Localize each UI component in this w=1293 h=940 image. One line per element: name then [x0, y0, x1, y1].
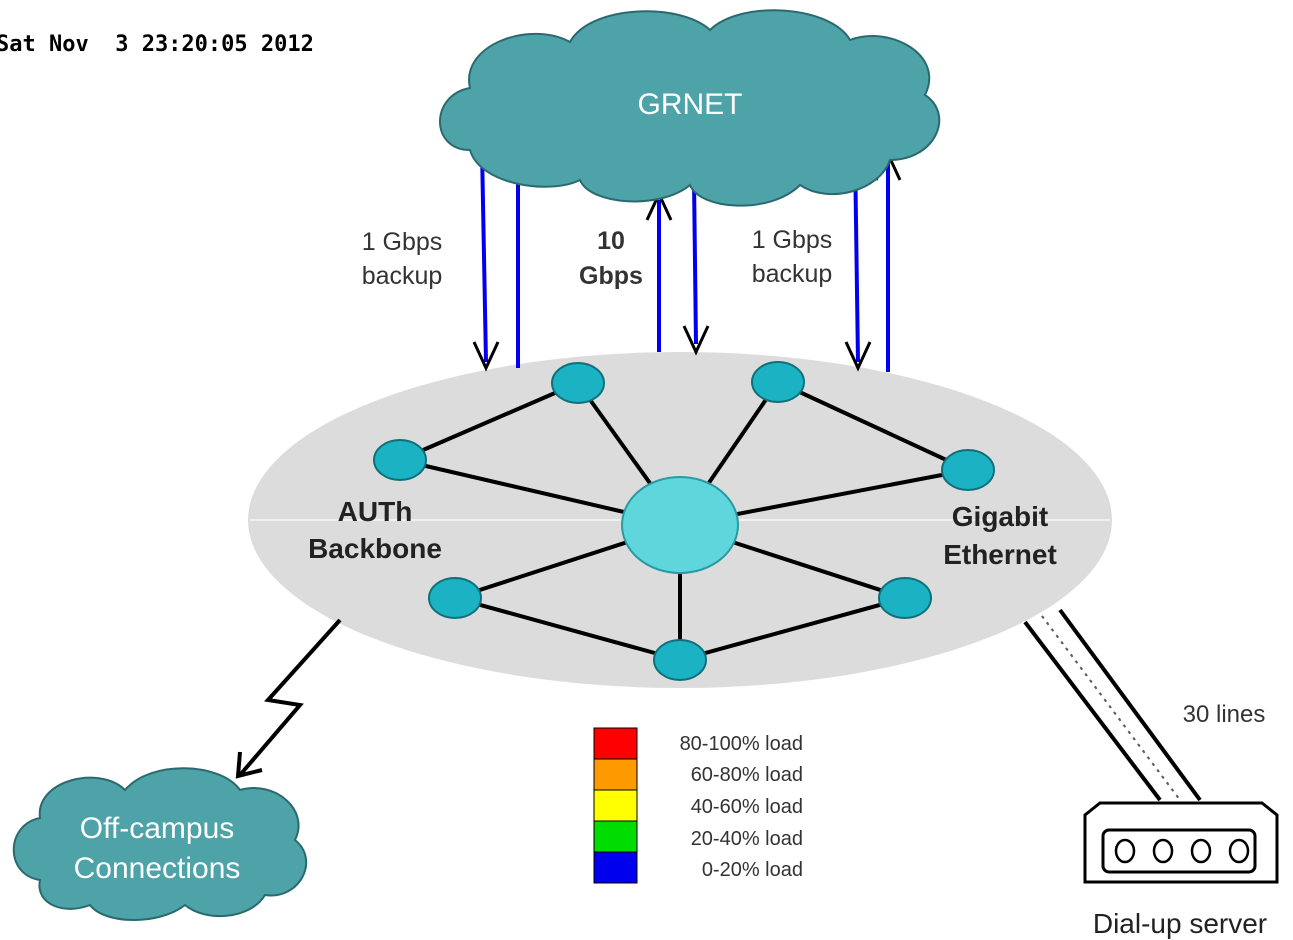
uplink-center-down	[692, 179, 698, 345]
node-top-left	[551, 362, 605, 404]
legend-swatch-0-20	[593, 851, 638, 884]
node-right	[941, 449, 995, 491]
dialup-link	[1023, 608, 1202, 802]
link-n1-n3	[399, 381, 579, 462]
dialup-server	[1083, 801, 1279, 884]
dialup-link-edge-left	[1023, 620, 1162, 802]
uplink-left-down-arrow	[472, 341, 500, 372]
uplink-center-label-line1: 10	[597, 227, 625, 255]
dialup-lines-label: 30 lines	[1183, 701, 1266, 728]
node-bottom-left	[428, 577, 482, 619]
uplink-right-label-line1: 1 Gbps	[752, 226, 833, 254]
grnet-label: GRNET	[638, 88, 743, 121]
node-left	[373, 439, 427, 481]
server-port-3	[1190, 838, 1212, 864]
server-port-4	[1228, 838, 1250, 864]
legend-label-60-80: 60-80% load	[691, 764, 803, 786]
uplink-right-down-arrow	[844, 341, 872, 372]
off-campus-label-line2: Connections	[74, 852, 241, 885]
grnet-cloud: GRNET	[439, 9, 941, 207]
server-panel	[1101, 828, 1257, 874]
off-campus-cloud-shape	[12, 767, 308, 921]
server-port-1	[1114, 838, 1136, 864]
legend-label-20-40: 20-40% load	[691, 828, 803, 850]
ethernet-label-line1: Gigabit	[952, 501, 1048, 532]
node-bottom-right	[878, 577, 932, 619]
legend-swatch-60-80	[593, 758, 638, 791]
off-campus-label-line1: Off-campus	[80, 812, 235, 845]
uplink-center-label-line2: Gbps	[579, 262, 643, 290]
legend-swatch-20-40	[593, 820, 638, 853]
server-port-2	[1152, 838, 1174, 864]
link-n6-n7	[679, 596, 906, 662]
grnet-cloud-shape	[439, 9, 941, 207]
off-campus-cloud: Off-campus Connections	[12, 767, 308, 921]
legend-swatch-80-100	[593, 727, 638, 760]
legend-label-40-60: 40-60% load	[691, 796, 803, 818]
uplink-left-label-line1: 1 Gbps	[362, 228, 443, 256]
uplink-center-down-arrow	[682, 325, 710, 356]
dialup-server-label: Dial-up server	[1093, 908, 1267, 939]
backbone-label-line1: AUTh	[338, 496, 413, 527]
legend-label-80-100: 80-100% load	[680, 733, 803, 755]
node-top-right	[751, 361, 805, 403]
uplink-right-label-line2: backup	[752, 260, 833, 288]
timestamp: Sat Nov 3 23:20:05 2012	[0, 32, 314, 57]
node-bottom	[653, 639, 707, 681]
hub-node	[621, 476, 739, 574]
link-n5-n7	[454, 596, 681, 662]
uplink-left-label-line2: backup	[362, 262, 443, 290]
off-campus-link	[238, 618, 342, 777]
ethernet-label-line2: Ethernet	[943, 539, 1057, 570]
load-legend: 80-100% load 60-80% load 40-60% load 20-…	[593, 727, 803, 884]
uplink-left-down	[480, 149, 488, 363]
backbone-nodes	[373, 361, 995, 681]
backbone-label-line2: Backbone	[308, 533, 442, 564]
off-campus-link-arrow	[235, 751, 263, 779]
legend-label-0-20: 0-20% load	[702, 859, 803, 881]
dialup-link-center	[1041, 615, 1181, 801]
legend-swatch-40-60	[593, 789, 638, 822]
link-n2-n4	[777, 380, 969, 472]
dialup-link-edge-right	[1058, 608, 1202, 802]
